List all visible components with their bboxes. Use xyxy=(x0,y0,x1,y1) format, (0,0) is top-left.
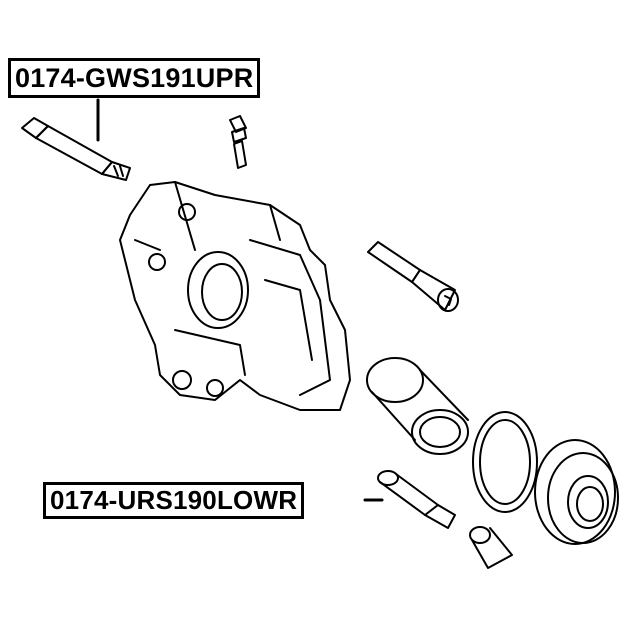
pin-boot xyxy=(469,526,513,569)
caliper-bracket xyxy=(119,181,351,411)
part-label-upper-pin: 0174-GWS191UPR xyxy=(8,58,261,98)
part-label-lower-pin: 0174-URS190LOWR xyxy=(43,482,305,519)
dust-boot xyxy=(534,439,619,545)
upper-guide-pin xyxy=(21,117,131,181)
slide-pin xyxy=(367,241,459,312)
bleeder-screw xyxy=(229,115,247,169)
lower-guide-pin xyxy=(377,470,456,529)
piston-seal xyxy=(472,411,538,513)
piston xyxy=(366,357,469,455)
